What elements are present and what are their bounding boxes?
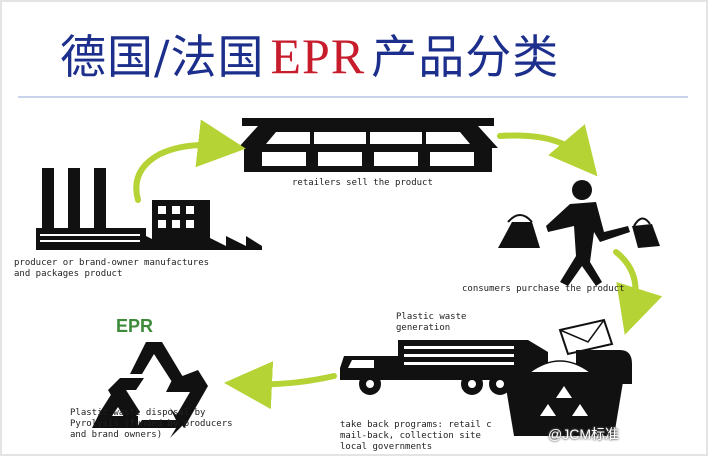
consumer-icon bbox=[498, 180, 660, 286]
label-takeback: take back programs: retail c mail-back, … bbox=[340, 420, 492, 452]
title-part-1: 德国/法国 bbox=[60, 30, 265, 84]
recycle-symbol-icon bbox=[92, 342, 208, 438]
arrow-takeback-to-disposal bbox=[224, 361, 337, 410]
title-part-2: EPR bbox=[270, 28, 366, 84]
label-producer: producer or brand-owner manufactures and… bbox=[14, 258, 210, 279]
label-waste-generation: Plastic waste generation bbox=[396, 312, 467, 333]
arrow-consumer-to-waste bbox=[613, 249, 663, 335]
title-underline bbox=[18, 96, 688, 98]
epr-badge: EPR bbox=[116, 316, 154, 336]
arrow-producer-to-retailer bbox=[133, 119, 246, 203]
watermark: @JCM标准 bbox=[548, 426, 619, 442]
factory-icon bbox=[36, 168, 262, 250]
label-retailer: retailers sell the product bbox=[292, 178, 433, 188]
label-consumer: consumers purchase the product bbox=[462, 284, 625, 294]
recycle-bin-icon bbox=[500, 360, 628, 436]
label-disposal: Plastic waste disposal by Pyrolysis (fun… bbox=[70, 408, 233, 440]
store-icon bbox=[238, 118, 498, 172]
cycle-arrows bbox=[133, 119, 663, 410]
arrow-retailer-to-consumer bbox=[497, 124, 598, 177]
title-part-3: 产品分类 bbox=[371, 30, 560, 84]
